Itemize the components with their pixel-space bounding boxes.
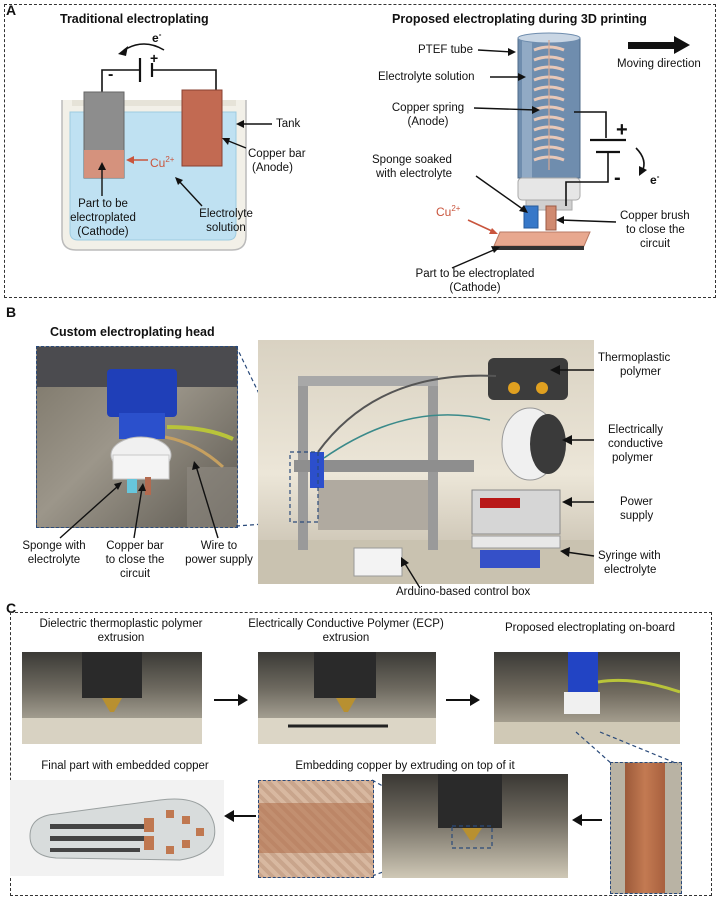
cu-ion-label-left: Cu2+ <box>150 155 175 170</box>
sponge-label-2: with electrolyte <box>376 168 453 180</box>
copperbar-label-3: circuit <box>119 568 151 580</box>
sponge-electrolyte-label-1: Sponge with <box>22 540 86 552</box>
power-supply-label-1: Power <box>620 496 653 508</box>
step5-label: Final part with embedded copper <box>41 760 209 772</box>
step2-label-1: Electrically Conductive Polymer (ECP) <box>248 618 444 630</box>
wire-label-1: Wire to <box>200 540 238 552</box>
proposed-title: Proposed electroplating during 3D printi… <box>392 12 647 26</box>
copper-trace <box>625 763 665 893</box>
minus-sign-right: - <box>614 167 621 189</box>
part-label-2: electroplated <box>70 212 136 224</box>
panel-c-frame <box>10 612 712 896</box>
step4-label: Embedding copper by extruding on top of … <box>295 760 515 772</box>
panel-a-letter: A <box>6 2 17 18</box>
part-right-label-1: Part to be electroplated <box>415 268 535 280</box>
electroplating-head-photo <box>36 346 238 528</box>
minus-sign-left: - <box>108 66 114 83</box>
plus-sign-right: + <box>616 119 628 141</box>
copper-brush-label-1: Copper brush <box>620 210 690 222</box>
embedding-photo <box>382 774 568 878</box>
part-right-label-2: (Cathode) <box>449 282 501 294</box>
ecp-label-2: conductive <box>608 438 663 450</box>
ecp-extrusion-photo <box>258 652 436 744</box>
arduino-label: Arduino-based control box <box>396 586 531 598</box>
printer-setup-drawing <box>258 358 594 584</box>
copper-trace-closeup <box>610 762 682 894</box>
ecp-label-3: polymer <box>612 452 653 464</box>
sponge-label-1: Sponge soaked <box>372 154 452 166</box>
syringe-label-2: electrolyte <box>604 564 657 576</box>
ecp-label-1: Electrically <box>608 424 663 436</box>
head-title: Custom electroplating head <box>50 325 215 339</box>
electrolyte-label-2: solution <box>206 222 246 234</box>
syringe-label-1: Syringe with <box>598 550 661 562</box>
ptef-tube-label: PTEF tube <box>418 44 473 56</box>
sponge-electrolyte-label-2: electrolyte <box>27 554 81 566</box>
thermoplastic-label-2: polymer <box>620 366 661 378</box>
wire-label-2: power supply <box>185 554 253 566</box>
step1-label-1: Dielectric thermoplastic polymer <box>39 618 203 630</box>
onboard-electroplating-photo <box>494 652 680 744</box>
electron-label-left: e- <box>152 30 162 45</box>
moving-direction-label: Moving direction <box>617 58 701 70</box>
dielectric-extrusion-photo <box>22 652 202 744</box>
cu-ion-label-right: Cu2+ <box>436 204 461 219</box>
ecp-extrusion-drawing <box>258 652 436 744</box>
power-supply-label-2: supply <box>620 510 654 522</box>
copper-brush-label-2: to close the <box>626 224 685 236</box>
panel-a-frame <box>4 4 716 298</box>
part-label-1: Part to be <box>78 198 128 210</box>
tank-label: Tank <box>276 118 301 130</box>
step1-label-2: extrusion <box>97 632 145 644</box>
electrolyte-solution-label: Electrolyte solution <box>378 71 475 83</box>
plus-sign-left: + <box>150 50 159 66</box>
embedded-copper-closeup <box>258 780 374 878</box>
copper-brush-label-3: circuit <box>640 238 671 250</box>
copperbar-label-2: to close the <box>105 554 165 566</box>
thermoplastic-label-1: Thermoplastic <box>598 352 671 364</box>
traditional-title: Traditional electroplating <box>60 12 209 26</box>
panel-b-letter: B <box>6 304 17 320</box>
proposed-electroplating-diagram <box>451 32 690 269</box>
final-part-photo <box>10 780 224 876</box>
final-part-drawing <box>29 798 216 861</box>
part-label-3: (Cathode) <box>77 226 129 238</box>
dielectric-extrusion-drawing <box>22 652 202 744</box>
copper-bar-anode-label: (Anode) <box>252 162 293 174</box>
electron-label-right: e- <box>650 172 660 187</box>
copper-spring-anode-label: (Anode) <box>407 116 449 128</box>
traditional-electroplating-diagram <box>61 43 272 251</box>
step3-label: Proposed electroplating on-board <box>504 622 676 634</box>
panel-c-letter: C <box>6 600 17 616</box>
copper-bar-label: Copper bar <box>248 148 306 160</box>
copperbar-label-1: Copper bar <box>106 540 164 552</box>
electrolyte-label-1: Electrolyte <box>199 208 253 220</box>
onboard-electroplating-drawing <box>494 652 680 744</box>
embedding-drawing <box>438 774 502 849</box>
step2-label-2: extrusion <box>322 632 370 644</box>
copper-spring-label: Copper spring <box>391 102 465 114</box>
embedded-copper-band <box>259 803 373 853</box>
electroplating-head-drawing <box>37 347 237 527</box>
printer-setup-photo <box>258 340 594 584</box>
